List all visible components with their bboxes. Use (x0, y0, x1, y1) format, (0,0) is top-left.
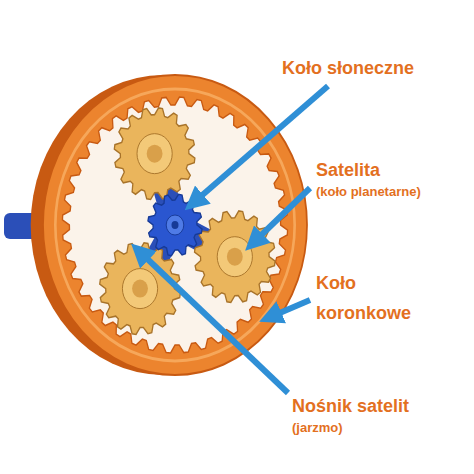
leader-arrow (138, 250, 288, 393)
sub-label: (jarzmo) (292, 420, 343, 436)
part-label: Koło koronkowe (316, 268, 426, 328)
part-label: Satelita (316, 160, 380, 182)
sun-hub (166, 215, 184, 235)
leader-arrow (252, 188, 310, 244)
planet-gear (100, 243, 181, 335)
leader-arrow (268, 300, 310, 318)
planet-gear-body (195, 211, 276, 303)
planet-gear (195, 211, 276, 303)
planet-hub (137, 134, 172, 174)
ring-gear-teeth (62, 97, 287, 353)
planet-pin (147, 145, 163, 163)
planet-gear-body (100, 243, 181, 335)
gear-set (31, 75, 307, 375)
planet-pin (132, 280, 148, 298)
planet-hub (217, 237, 252, 277)
ring-gear-edge (55, 89, 294, 361)
part-label: Koło słoneczne (282, 58, 414, 80)
sun-bore (171, 221, 178, 229)
planet-gear-body (114, 108, 195, 200)
planet-hub (122, 269, 157, 309)
sub-label: (koło planetarne) (316, 184, 421, 200)
planet-gear (114, 108, 195, 200)
part-label: Nośnik satelit (292, 396, 409, 418)
planet-pin (227, 248, 243, 266)
